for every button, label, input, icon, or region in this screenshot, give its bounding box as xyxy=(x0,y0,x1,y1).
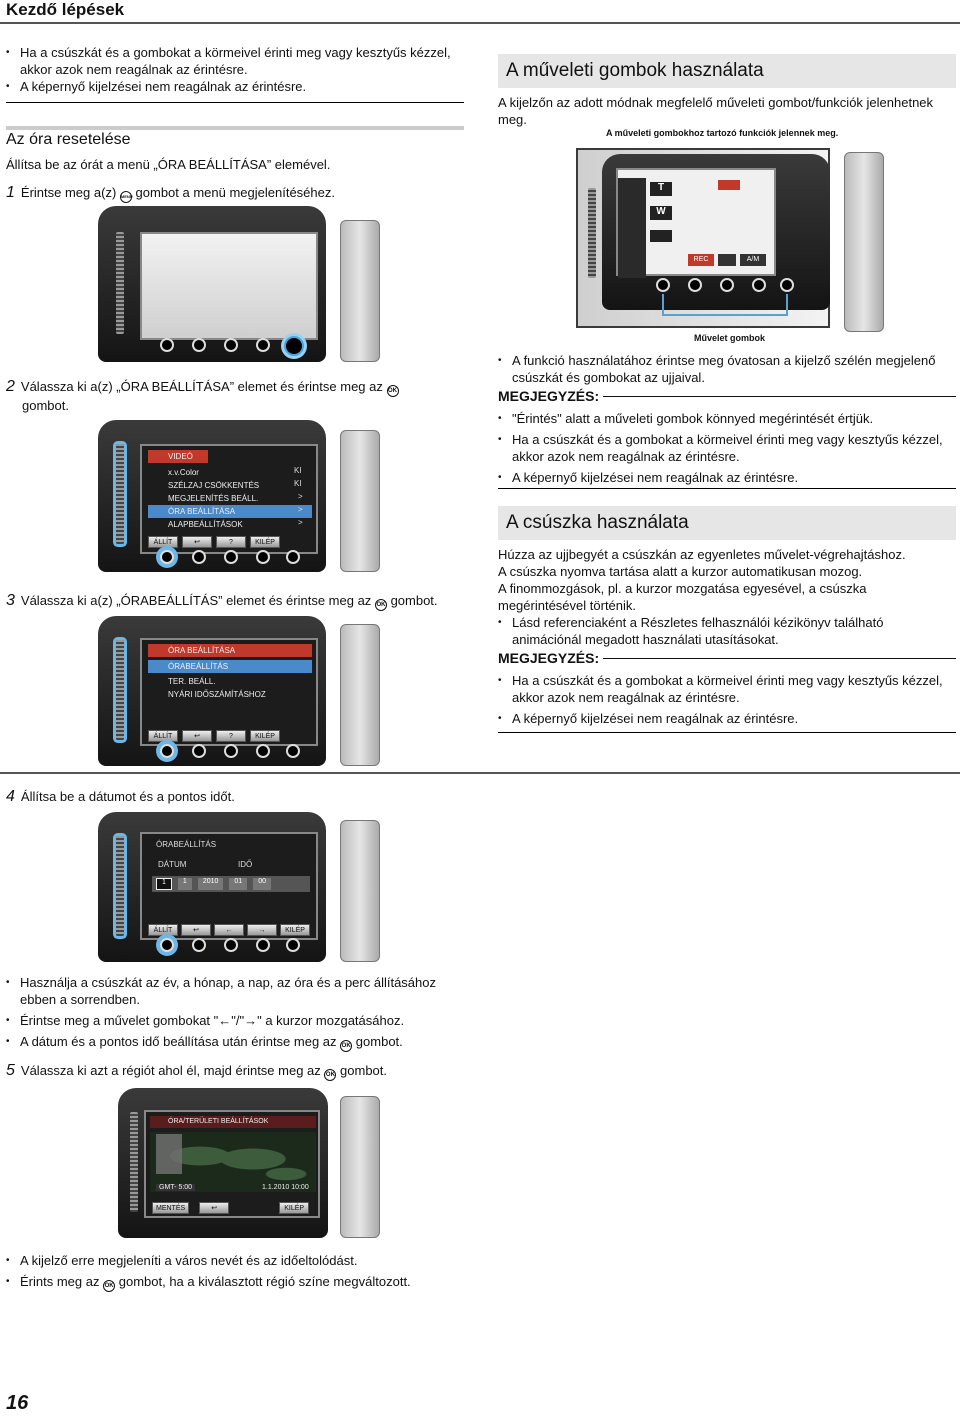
ok-icon: OK xyxy=(386,385,399,397)
divider xyxy=(6,102,464,103)
year-field[interactable]: 2010 xyxy=(197,878,224,890)
section-intro: Állítsa be az órát a menü „ÓRA BEÁLLÍTÁS… xyxy=(6,157,331,172)
list-item: A képernyő kijelzései nem reagálnak az é… xyxy=(498,469,956,486)
ok-icon: OK xyxy=(324,1069,337,1081)
ops-note-bullets: "Érintés" alatt a műveleti gombok könnye… xyxy=(498,410,956,486)
mode-icon xyxy=(718,254,736,266)
divider xyxy=(498,488,956,489)
note-heading: MEGJEGYZÉS: xyxy=(498,650,956,666)
minute-field[interactable]: 00 xyxy=(253,878,271,890)
list-item: Ha a csúszkát és a gombokat a körmeivel … xyxy=(6,44,464,78)
ok-icon: OK xyxy=(340,1040,353,1052)
menu-button-icon xyxy=(284,336,304,356)
list-item: Lásd referenciaként a Részletes felhaszn… xyxy=(498,614,956,648)
page-header xyxy=(0,0,960,24)
camera-image-5: ÓRA/TERÜLETI BEÁLLÍTÁSOK GMT- 5:00 1.1.2… xyxy=(118,1088,380,1238)
step-5-bullets: A kijelző erre megjeleníti a város nevét… xyxy=(6,1252,468,1292)
ops-title: A műveleti gombok használata xyxy=(498,54,956,88)
slider-bullets: Lásd referenciaként a Részletes felhaszn… xyxy=(498,614,956,648)
hour-field[interactable]: 01 xyxy=(229,878,248,890)
camera-image-2: VIDEÓ x.v.Color SZÉLZAJ CSÖKKENTÉS MEGJE… xyxy=(98,420,380,572)
menu-item-ora-beallitasa[interactable]: ÓRA BEÁLLÍTÁSA xyxy=(148,505,312,518)
zoom-w-button[interactable]: W xyxy=(650,206,672,220)
rec-button[interactable]: REC xyxy=(688,254,714,266)
clock-screen: ÓRABEÁLLÍTÁS DÁTUM IDŐ 1 1 2010 01 00 ÁL… xyxy=(140,832,318,940)
list-item: A funkció használatához érintse meg óvat… xyxy=(498,352,956,386)
menu-screen: ÓRA BEÁLLÍTÁSA ÓRABEÁLLÍTÁS TER. BEÁLL. … xyxy=(140,638,318,746)
ok-icon: OK xyxy=(103,1280,116,1292)
arrow-right-icon: → xyxy=(244,1013,258,1028)
ok-button-icon xyxy=(160,338,174,352)
camera-ops-diagram: A műveleti gombokhoz tartozó funkciók je… xyxy=(576,128,916,346)
ops-intro: A kijelzőn az adott módnak megfelelő műv… xyxy=(498,95,934,127)
ok-button-icon xyxy=(160,938,174,952)
step-4-bullets: Használja a csúszkát az év, a hónap, a n… xyxy=(6,974,468,1052)
camera-image-1 xyxy=(98,206,380,362)
auto-manual-button[interactable]: A/M xyxy=(740,254,766,266)
camera-image-3: ÓRA BEÁLLÍTÁSA ÓRABEÁLLÍTÁS TER. BEÁLL. … xyxy=(98,616,380,766)
list-item: A dátum és a pontos idő beállítása után … xyxy=(6,1033,468,1052)
zoom-t-button[interactable]: T xyxy=(650,182,672,196)
slider-title: A csúszka használata xyxy=(498,506,956,540)
day-field[interactable]: 1 xyxy=(156,878,172,890)
menu-item-orabeallitas[interactable]: ÓRABEÁLLÍTÁS xyxy=(148,660,312,673)
lcd-screen xyxy=(140,232,318,340)
section-title: Az óra resetelése xyxy=(6,131,131,148)
ok-button-icon xyxy=(160,744,174,758)
slider-text: Húzza az ujjbegyét a csúszkán az egyenle… xyxy=(498,547,906,613)
divider xyxy=(498,732,956,733)
list-item: Használja a csúszkát az év, a hónap, a n… xyxy=(6,974,468,1008)
divider xyxy=(0,772,960,774)
intro-bullets: Ha a csúszkát és a gombokat a körmeivel … xyxy=(6,44,464,95)
camera-image-4: ÓRABEÁLLÍTÁS DÁTUM IDŐ 1 1 2010 01 00 ÁL… xyxy=(98,812,380,962)
ok-button-icon xyxy=(160,550,174,564)
ops-bullets: A funkció használatához érintse meg óvat… xyxy=(498,352,956,386)
list-item: A kijelző erre megjeleníti a város nevét… xyxy=(6,1252,468,1269)
menu-screen: VIDEÓ x.v.Color SZÉLZAJ CSÖKKENTÉS MEGJE… xyxy=(140,444,318,554)
list-item: Ha a csúszkát és a gombokat a körmeivel … xyxy=(498,672,956,706)
month-field[interactable]: 1 xyxy=(177,878,192,890)
list-item: Érints meg az OK gombot, ha a kiválaszto… xyxy=(6,1273,468,1292)
list-item: Érintse meg a művelet gombokat "←"/"→" a… xyxy=(6,1012,468,1029)
note-heading: MEGJEGYZÉS: xyxy=(498,388,956,404)
selected-region xyxy=(156,1134,182,1174)
list-item: Ha a csúszkát és a gombokat a körmeivel … xyxy=(498,431,956,465)
page-number: 16 xyxy=(6,1392,29,1414)
region-screen: ÓRA/TERÜLETI BEÁLLÍTÁSOK GMT- 5:00 1.1.2… xyxy=(144,1110,320,1218)
slider-note-bullets: Ha a csúszkát és a gombokat a körmeivel … xyxy=(498,672,956,727)
menu-icon: MENU xyxy=(119,191,133,203)
stabilizer-icon xyxy=(650,230,672,242)
arrow-left-icon: ← xyxy=(218,1013,232,1028)
list-item: "Érintés" alatt a műveleti gombok könnye… xyxy=(498,410,956,427)
list-item: A képernyő kijelzései nem reagálnak az é… xyxy=(6,78,464,95)
list-item: A képernyő kijelzései nem reagálnak az é… xyxy=(498,710,956,727)
page-title: Kezdő lépések xyxy=(6,0,125,19)
lcd-screen: T W REC A/M xyxy=(616,168,776,278)
ok-icon: OK xyxy=(374,599,387,611)
section-bar xyxy=(6,126,464,130)
